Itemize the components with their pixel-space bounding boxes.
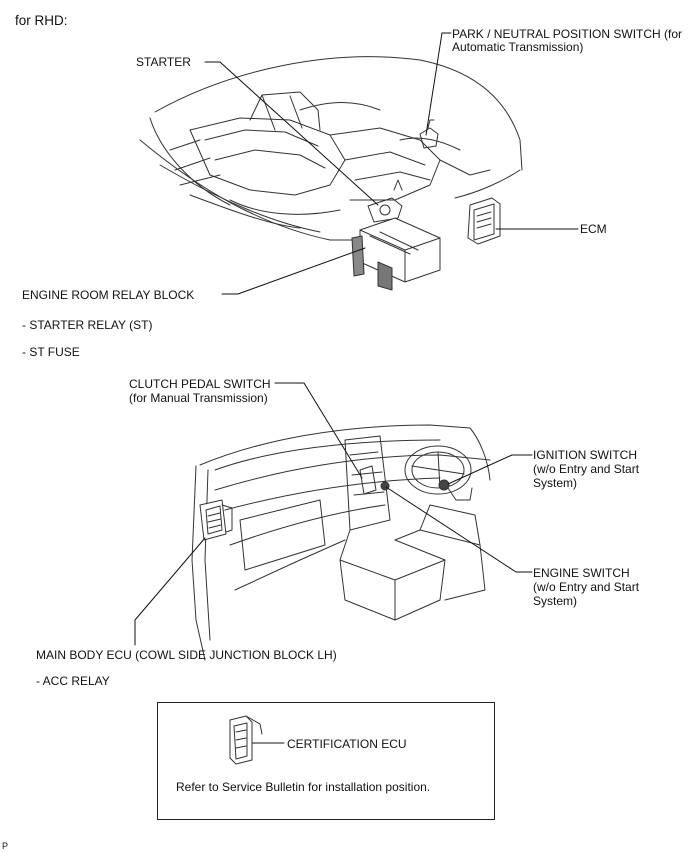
engine-room-relay-block-label: ENGINE ROOM RELAY BLOCK (22, 288, 195, 302)
clutch-pedal-switch-label-line1: CLUTCH PEDAL SWITCH (129, 377, 271, 391)
park-neutral-switch-label-line1: PARK / NEUTRAL POSITION SWITCH (for (452, 27, 683, 41)
leader-lines (134, 32, 579, 744)
engine-switch-label-line1: ENGINE SWITCH (533, 566, 630, 580)
acc-relay-label: - ACC RELAY (36, 674, 110, 688)
ignition-switch-label-line2: (w/o Entry and Start (533, 462, 640, 476)
certification-ecu-illustration (229, 715, 263, 765)
engine-switch-label-line2: (w/o Entry and Start (533, 580, 640, 594)
starter-label: STARTER (136, 55, 191, 69)
certification-ecu-label: CERTIFICATION ECU (287, 737, 407, 751)
page-title: for RHD: (15, 13, 68, 28)
clutch-pedal-switch-label-line2: (for Manual Transmission) (129, 391, 268, 405)
ecm-label: ECM (580, 222, 607, 236)
starter-relay-label: - STARTER RELAY (ST) (22, 318, 153, 332)
engine-switch-label-line3: System) (533, 594, 578, 608)
installation-note: Refer to Service Bulletin for installati… (176, 780, 431, 794)
engine-bay-illustration (139, 56, 523, 291)
cabin-illustration (191, 424, 491, 661)
park-neutral-switch-label-line2: Automatic Transmission) (452, 40, 584, 54)
main-body-ecu-label: MAIN BODY ECU (COWL SIDE JUNCTION BLOCK … (36, 648, 337, 662)
certification-ecu-note-box (157, 702, 495, 820)
corner-mark: P (2, 841, 9, 851)
st-fuse-label: - ST FUSE (22, 345, 80, 359)
ignition-switch-label-line1: IGNITION SWITCH (533, 448, 637, 462)
ignition-switch-label-line3: System) (533, 476, 578, 490)
